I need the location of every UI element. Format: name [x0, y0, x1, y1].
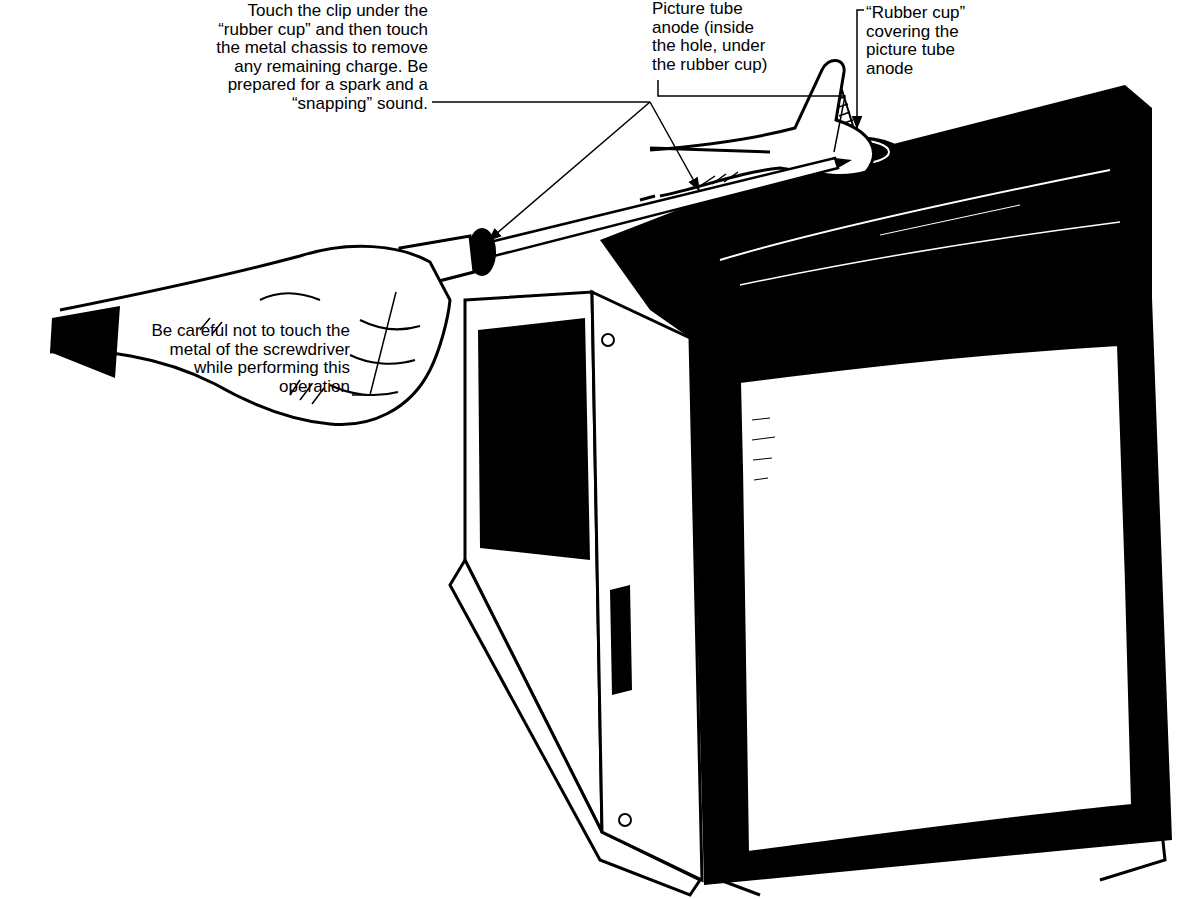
- chassis-screw: [602, 334, 614, 346]
- tube-highlight: [740, 222, 1120, 285]
- leader-line: [857, 10, 864, 128]
- leader-line: [658, 80, 845, 152]
- chassis-opening: [478, 318, 590, 560]
- callout-note: Touch the clip under the “rubber cup” an…: [192, 2, 428, 113]
- chassis-screw: [619, 814, 631, 826]
- callout-note: Be careful not to touch the metal of the…: [134, 322, 350, 396]
- lower-hand: [50, 246, 450, 424]
- leader-line: [352, 292, 396, 395]
- screen-hatching: [752, 418, 775, 480]
- lower-arm-sleeve: [50, 306, 120, 378]
- tube-highlight: [880, 205, 1020, 235]
- chassis-frame: [465, 292, 602, 832]
- screwdriver-tip: [835, 158, 852, 168]
- screen: [740, 345, 1132, 852]
- callout-note: Picture tube anode (inside the hole, und…: [652, 0, 782, 74]
- screwdriver-shaft: [490, 158, 838, 256]
- leader-line: [489, 102, 650, 240]
- bezel-edge: [720, 720, 1165, 895]
- leader-line: [432, 101, 650, 103]
- chassis-slot: [610, 585, 632, 695]
- chassis-side-plate: [592, 292, 702, 880]
- callout-note: “Rubber cup” covering the picture tube a…: [866, 4, 986, 78]
- bezel: [690, 298, 1172, 885]
- leader-line: [650, 102, 699, 190]
